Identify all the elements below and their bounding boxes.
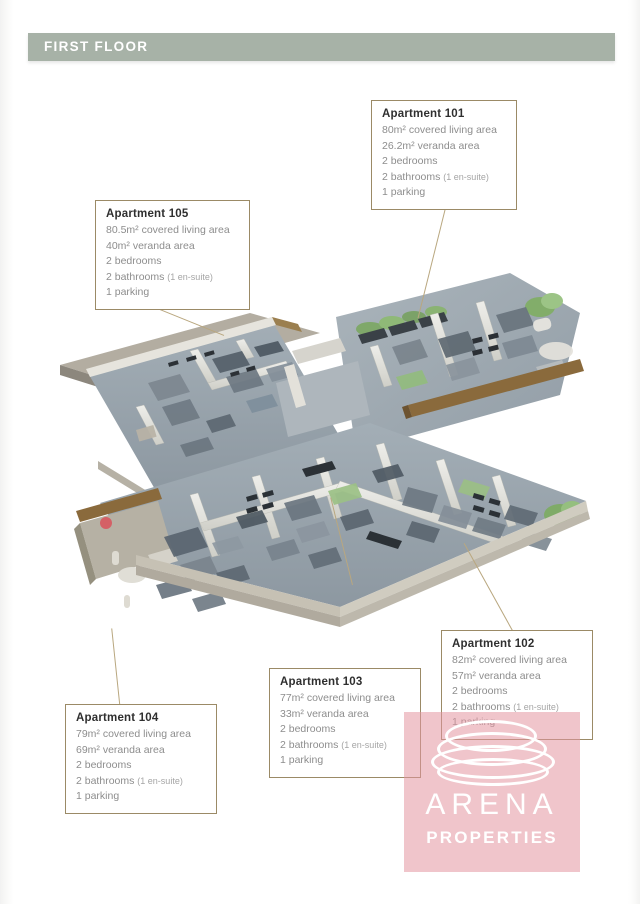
apartment-101-info-box[interactable]: Apartment 101 80m² covered living area 2… bbox=[371, 100, 517, 210]
apartment-103-bathrooms-note: (1 en-suite) bbox=[341, 739, 387, 750]
apartment-102-bathrooms-note: (1 en-suite) bbox=[513, 701, 559, 712]
apartment-101-block bbox=[336, 273, 584, 451]
central-corridor bbox=[276, 338, 370, 437]
apartment-102-bedrooms: 2 bedrooms bbox=[452, 685, 508, 697]
lower-apartments-block bbox=[74, 423, 590, 627]
apartment-105-block bbox=[60, 313, 344, 507]
apartment-101-title: Apartment 101 bbox=[382, 108, 465, 120]
apartment-103-bathrooms: 2 bathrooms (1 en-suite) bbox=[280, 738, 410, 754]
apartment-101-veranda-area: 26.2m² veranda area bbox=[382, 139, 480, 152]
apartment-101-bedrooms: 2 bedrooms bbox=[382, 155, 438, 167]
apartment-105-covered-area: 80.5m² covered living area bbox=[106, 224, 230, 236]
apartment-105-bathrooms-note: (1 en-suite) bbox=[167, 271, 213, 282]
logo-tagline: PROPERTIES bbox=[426, 828, 558, 847]
apartment-104-bedrooms: 2 bedrooms bbox=[76, 759, 132, 771]
apartment-104-bathrooms-note: (1 en-suite) bbox=[137, 775, 183, 786]
apartment-104-bathrooms: 2 bathrooms (1 en-suite) bbox=[76, 774, 206, 790]
arena-rings-icon bbox=[431, 720, 555, 786]
apartment-102-bathrooms-count: 2 bathrooms bbox=[452, 700, 511, 713]
apartment-104-title: Apartment 104 bbox=[76, 712, 159, 724]
arena-properties-logo-watermark: ARENA PROPERTIES bbox=[404, 712, 580, 872]
apartment-103-bathrooms-count: 2 bathrooms bbox=[280, 738, 339, 751]
apartment-103-title: Apartment 103 bbox=[280, 676, 363, 688]
apartment-102-veranda-area: 57m² veranda area bbox=[452, 669, 541, 682]
isometric-floor-plan-render bbox=[40, 255, 600, 665]
apartment-102-title: Apartment 102 bbox=[452, 638, 535, 650]
apartment-104-covered-area: 79m² covered living area bbox=[76, 728, 191, 740]
apartment-101-bathrooms-count: 2 bathrooms bbox=[382, 170, 441, 183]
first-floor-header-bar: FIRST FLOOR bbox=[28, 33, 615, 61]
roof-terrace-plants bbox=[356, 293, 563, 336]
apartment-102-covered-area: 82m² covered living area bbox=[452, 654, 567, 666]
apartment-105-bathrooms-count: 2 bathrooms bbox=[106, 270, 165, 283]
apartment-101-bathrooms-note: (1 en-suite) bbox=[443, 171, 489, 182]
apartment-105-title: Apartment 105 bbox=[106, 208, 189, 220]
apartment-103-parking: 1 parking bbox=[280, 754, 324, 766]
apartment-101-covered-area: 80m² covered living area bbox=[382, 124, 497, 136]
apartment-103-bedrooms: 2 bedrooms bbox=[280, 723, 336, 735]
apartment-105-veranda-area: 40m² veranda area bbox=[106, 239, 195, 252]
apartment-105-bathrooms: 2 bathrooms (1 en-suite) bbox=[106, 270, 239, 286]
page-edge-right bbox=[628, 0, 640, 904]
apartment-104-info-box[interactable]: Apartment 104 79m² covered living area 6… bbox=[65, 704, 217, 814]
apartment-103-info-box[interactable]: Apartment 103 77m² covered living area 3… bbox=[269, 668, 421, 778]
apartment-105-bedrooms: 2 bedrooms bbox=[106, 255, 162, 267]
logo-name: ARENA bbox=[425, 788, 559, 821]
apartment-103-covered-area: 77m² covered living area bbox=[280, 692, 395, 704]
apartment-104-bathrooms-count: 2 bathrooms bbox=[76, 774, 135, 787]
apartment-101-parking: 1 parking bbox=[382, 186, 426, 198]
floor-plan-svg bbox=[60, 273, 590, 627]
apartment-105-info-box[interactable]: Apartment 105 80.5m² covered living area… bbox=[95, 200, 250, 310]
page-title: FIRST FLOOR bbox=[44, 39, 149, 54]
apartment-101-bathrooms: 2 bathrooms (1 en-suite) bbox=[382, 170, 506, 186]
apartment-105-parking: 1 parking bbox=[106, 286, 150, 298]
page-edge-left bbox=[0, 0, 14, 904]
apartment-103-veranda-area: 33m² veranda area bbox=[280, 707, 369, 720]
apartment-102-bathrooms: 2 bathrooms (1 en-suite) bbox=[452, 700, 582, 716]
apartment-104-parking: 1 parking bbox=[76, 790, 120, 802]
apartment-104-veranda-area: 69m² veranda area bbox=[76, 743, 165, 756]
